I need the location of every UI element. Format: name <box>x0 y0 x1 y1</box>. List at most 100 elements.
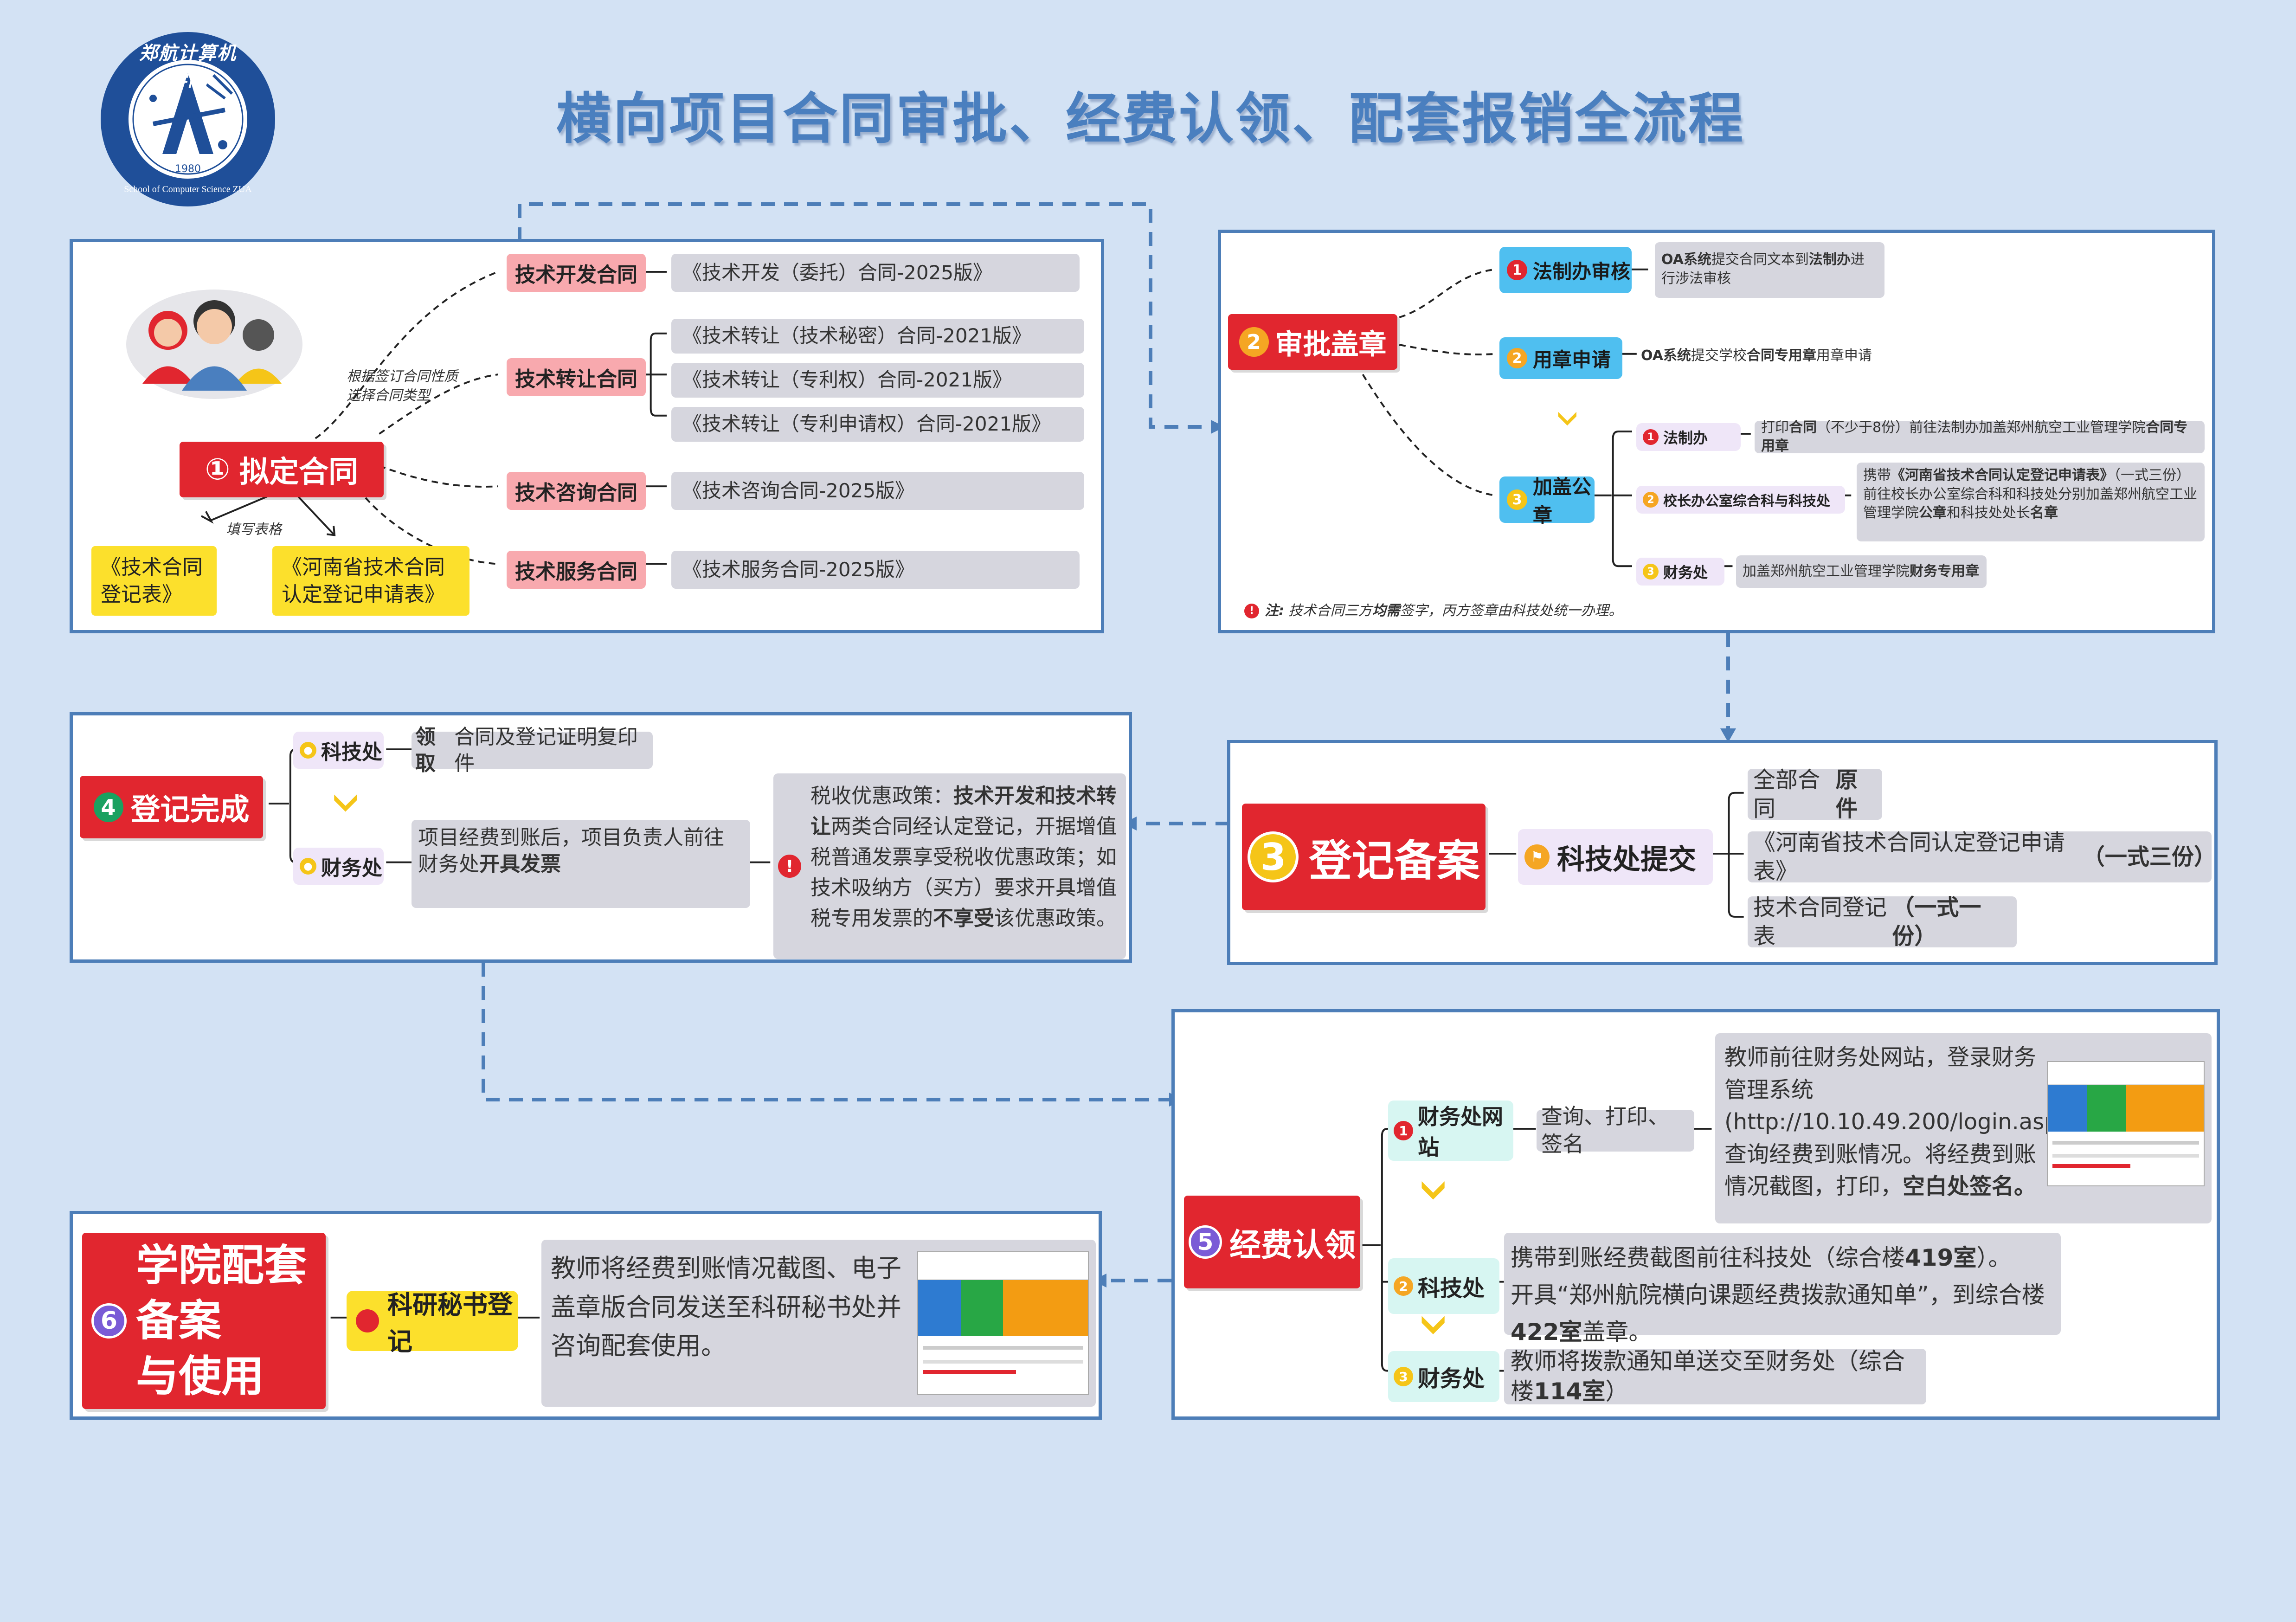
t: 114室 <box>1534 1378 1606 1405</box>
type-tech-development: 技术开发合同 <box>507 254 646 292</box>
row-label: 科技处 <box>1418 1275 1485 1301</box>
row-finance-office-text: 教师将拨款通知单送交至财务处（综合楼114室） <box>1504 1348 1926 1405</box>
num-3: 3 <box>1507 489 1527 510</box>
chevron-down-icon <box>1558 412 1576 426</box>
t: 原件 <box>1835 766 1858 822</box>
t: 教师将经费到账情况截图、电子盖章版合同发送至科研秘书处并咨询配套使用。 <box>551 1254 901 1361</box>
sub-sci-tech-office-submit: ⚑科技处提交 <box>1518 829 1713 885</box>
t: ）。 <box>1976 1244 2012 1271</box>
sub-research-secretary: 科研秘书登记 <box>347 1290 518 1356</box>
chevron-down-icon <box>334 794 357 812</box>
t: 携带 <box>1863 467 1891 483</box>
step3-num: 3 <box>1248 831 1299 882</box>
t: 进行涉法审核 <box>1661 251 1865 287</box>
note-select-type: 根据签订合同性质 选择合同类型 <box>347 368 458 404</box>
panel5-links <box>1362 1127 1712 1372</box>
item-all-originals: 全部合同原件 <box>1748 767 1882 822</box>
logo-top-text: 郑航计算机学院 <box>139 43 237 91</box>
num-2: 2 <box>1643 492 1659 508</box>
doc-transfer-patent: 《技术转让（专利权）合同-2021版》 <box>671 363 1084 398</box>
legal-review-text: OA系统提交合同文本到法制办进行涉法审核 <box>1655 242 1884 298</box>
step1-label: 拟定合同 <box>239 455 359 489</box>
t: （一式一份） <box>1892 894 1981 949</box>
row-sci-tech-office: ●科技处 <box>293 732 384 769</box>
connector-1-2 <box>518 202 1211 429</box>
t: 项目经费到账后，项目负责人前往财务处 <box>418 826 724 876</box>
t: 提交学校 <box>1691 348 1747 364</box>
screenshot-thumbnail <box>917 1251 1089 1395</box>
step2-label: 审批盖章 <box>1275 328 1387 361</box>
t: 开具“郑州航院横向课题经费拨款通知单”，到综合楼 <box>1511 1281 2045 1308</box>
t: （一式三份） <box>2082 843 2216 870</box>
form-henan-register-application: 《河南省技术合同 认定登记申请表》 <box>272 546 469 616</box>
branch-label: 加盖公章 <box>1533 476 1592 527</box>
t: 422室 <box>1511 1319 1582 1345</box>
t: 合同及登记证明复印件 <box>454 725 638 775</box>
row-sci-tech-office-text: 携带到账经费截图前往科技处（综合楼419室）。 开具“郑州航院横向课题经费拨款通… <box>1504 1233 2061 1345</box>
t: （一式三份）前往校长办公室综合科和科技处分别加盖郑州航空工业管理学院 <box>1863 467 2197 521</box>
t: 空白处签名。 <box>1903 1173 2037 1200</box>
sub-president-office-text: 携带《河南省技术合同认定登记申请表》（一式三份）前往校长办公室综合科和科技处分别… <box>1857 463 2205 541</box>
sub-label: 校长办公室综合科与科技处 <box>1663 493 1830 509</box>
t: 税收优惠政策： <box>810 784 953 808</box>
t: 合同专用章 <box>1761 419 2188 455</box>
t: 用章申请 <box>1816 348 1872 364</box>
t: 技术合同三方 <box>1284 603 1372 619</box>
doc-transfer-secret: 《技术转让（技术秘密）合同-2021版》 <box>671 319 1084 354</box>
info-icon: ! <box>1244 604 1259 619</box>
sub-finance-office-text: 加盖郑州航空工业管理学院财务专用章 <box>1736 555 1987 588</box>
panel1-links <box>200 270 667 565</box>
step6-num: 6 <box>91 1303 127 1339</box>
oa-system: OA系统 <box>1661 251 1711 268</box>
doc-service: 《技术服务合同-2025版》 <box>671 551 1080 589</box>
t: 全部合同 <box>1753 766 1820 822</box>
t: 两类合同经认定登记，开据增值税普通发票享受税收优惠政策；如技术吸纳方（买方）要求… <box>810 815 1117 930</box>
t: 开具发票 <box>479 852 561 876</box>
info-icon: ! <box>778 855 801 878</box>
approval-note: ! 注: 技术合同三方均需签字，丙方签章由科技处统一办理。 <box>1244 602 1894 621</box>
t: 名章 <box>2030 505 2058 521</box>
t: 不享受 <box>933 907 994 930</box>
flag-icon: ⚑ <box>1524 844 1550 869</box>
type-tech-transfer: 技术转让合同 <box>507 358 646 396</box>
t: 和科技处处长 <box>1947 505 2030 521</box>
panel2-links <box>1362 268 1852 567</box>
row-label: 财务处 <box>321 856 382 880</box>
step5-label: 经费认领 <box>1229 1227 1356 1264</box>
sub-label: 科研秘书登记 <box>387 1290 513 1356</box>
type-tech-service: 技术服务合同 <box>507 551 646 589</box>
t: 教师将拨款通知单送交至财务处（综合楼 <box>1511 1348 1905 1405</box>
step6-label: 学院配套备案 与使用 <box>136 1240 307 1401</box>
t: 携带到账经费截图前往科技处（综合楼 <box>1511 1244 1905 1271</box>
t: 领取 <box>415 725 436 775</box>
num-3: 3 <box>1643 564 1659 579</box>
tax-policy-note: 税收优惠政策：技术开发和技术转让两类合同经认定登记，开据增值税普通发票享受税收优… <box>773 773 1126 959</box>
arrowhead <box>1720 728 1736 742</box>
step1-num: ① <box>205 452 231 487</box>
step3-label: 登记备案 <box>1309 836 1480 886</box>
num-1: 1 <box>1643 429 1659 445</box>
t: （不少于8份）前往法制办加盖郑州航空工业管理学院 <box>1817 419 2146 436</box>
row-label: 科技处 <box>321 740 382 764</box>
page-title: 横向项目合同审批、经费认领、配套报销全流程 <box>556 86 1745 151</box>
bulb-icon: ● <box>300 858 316 875</box>
row-finance-website-action: 查询、打印、签名 <box>1537 1104 1694 1157</box>
num-2: 2 <box>1507 348 1527 368</box>
t: 《河南省技术合同认定登记申请表》 <box>1891 467 2114 483</box>
t: 《河南省技术合同认定登记申请表》 <box>1753 829 2065 884</box>
row-label: 财务处网站 <box>1418 1104 1503 1160</box>
doc-transfer-patent-application: 《技术转让（专利申请权）合同-2021版》 <box>671 407 1084 442</box>
